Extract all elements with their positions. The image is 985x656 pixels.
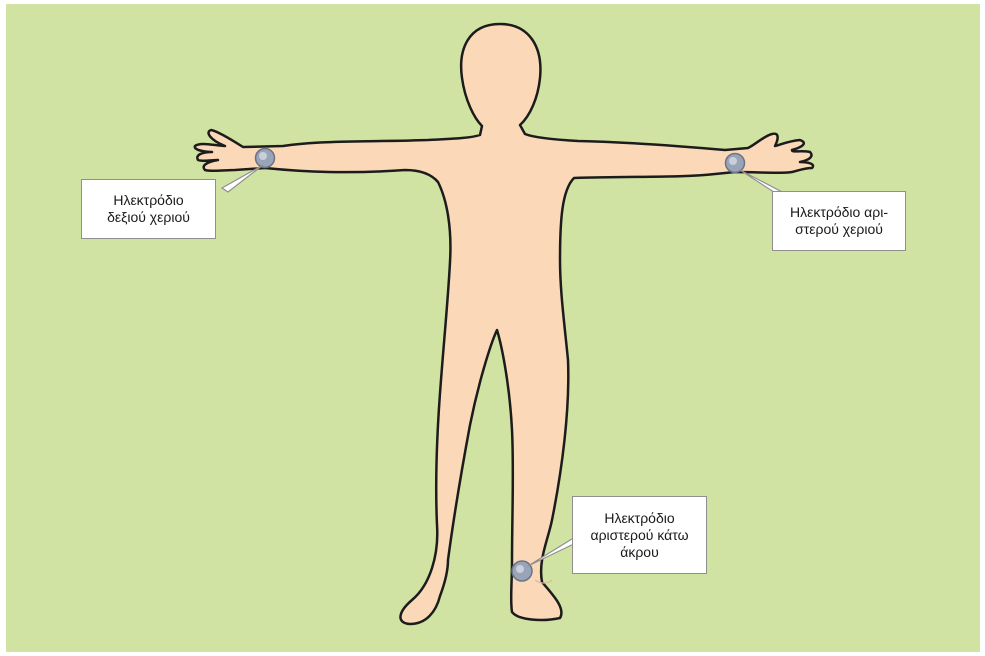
left-leg-label-line-2: αριστερού κάτω <box>590 527 688 544</box>
left-leg-electrode-label: Ηλεκτρόδιο αριστερού κάτω άκρου <box>572 496 707 574</box>
diagram-frame <box>6 4 980 652</box>
right-hand-electrode <box>256 149 275 168</box>
left-hand-label-line-2: στερού χεριού <box>790 221 888 238</box>
body-diagram <box>6 4 980 652</box>
right-hand-electrode-label: Ηλεκτρόδιο δεξιού χεριού <box>81 179 216 239</box>
body-outline <box>195 24 813 624</box>
left-leg-label-line-3: άκρου <box>590 544 688 561</box>
left-hand-electrode <box>726 154 745 173</box>
right-hand-label-line-1: Ηλεκτρόδιο <box>107 192 190 209</box>
left-leg-electrode <box>512 561 532 581</box>
left-leg-label-line-1: Ηλεκτρόδιο <box>590 510 688 527</box>
left-hand-label-line-1: Ηλεκτρόδιο αρι- <box>790 204 888 221</box>
right-hand-label-line-2: δεξιού χεριού <box>107 209 190 226</box>
left-hand-electrode-label: Ηλεκτρόδιο αρι- στερού χεριού <box>772 191 906 251</box>
